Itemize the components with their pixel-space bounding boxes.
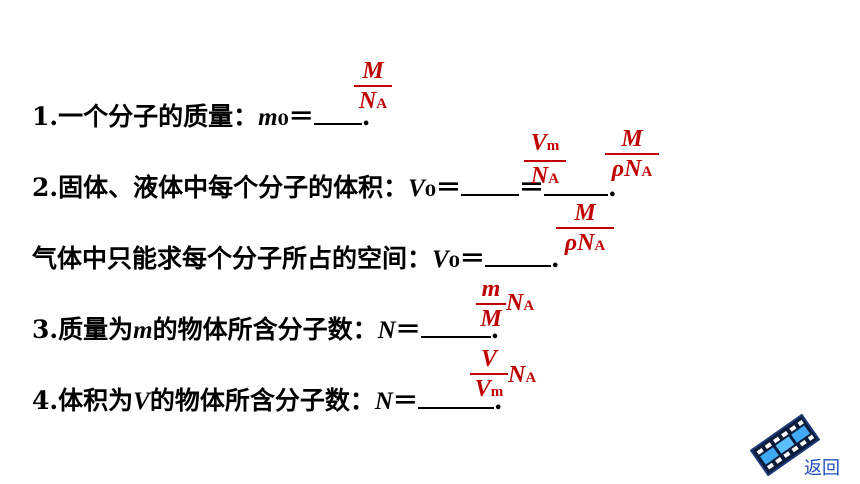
answer-tail-4: NA: [506, 290, 535, 316]
item-5: 4.体积为V的物体所含分子数：N＝.: [32, 381, 503, 417]
answer-blank[interactable]: [313, 97, 362, 125]
film-strip-icon[interactable]: [749, 413, 821, 480]
item-2: 2.固体、液体中每个分子的体积：V0＝＝.: [32, 168, 617, 206]
answer-blank[interactable]: [420, 310, 491, 338]
answer-tail-5: NA: [508, 362, 537, 388]
item-4: 3.质量为m的物体所含分子数：N＝.: [32, 310, 499, 346]
answer-blank[interactable]: [484, 239, 551, 267]
item-1: 1.一个分子的质量：m0＝.: [32, 97, 370, 135]
answer-blank[interactable]: [417, 381, 494, 409]
answer-fraction-1: M NA: [354, 58, 392, 117]
answer-fraction-4: m M: [476, 276, 506, 332]
answer-fraction-3: M ρNA: [556, 200, 614, 259]
answer-blank[interactable]: [543, 168, 608, 196]
answer-fraction-2b: M ρNA: [605, 126, 659, 185]
back-button[interactable]: 返回: [804, 458, 840, 479]
answer-fraction-5: V Vm: [470, 346, 508, 405]
item-3: 气体中只能求每个分子所占的空间：V0＝.: [32, 239, 560, 277]
answer-fraction-2a: Vm NA: [524, 130, 566, 192]
answer-blank[interactable]: [460, 168, 519, 196]
